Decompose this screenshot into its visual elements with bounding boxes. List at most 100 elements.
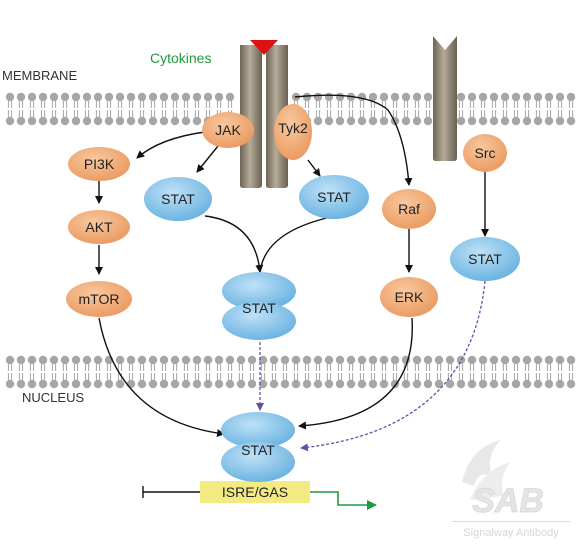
lipid-head — [544, 379, 554, 389]
lipid-head — [137, 92, 147, 102]
lipid-head — [302, 92, 312, 102]
lipid-head — [82, 92, 92, 102]
lipid-head — [467, 92, 477, 102]
lipid-head — [445, 379, 455, 389]
lipid-head — [500, 379, 510, 389]
jak-label: JAK — [215, 122, 241, 138]
lipid-head — [181, 116, 191, 126]
lipid-head — [38, 116, 48, 126]
lipid-head — [423, 355, 433, 365]
nucleus-label: NUCLEUS — [22, 390, 84, 405]
lipid-head — [5, 379, 15, 389]
lipid-head — [291, 355, 301, 365]
lipid-head — [159, 379, 169, 389]
lipid-head — [38, 92, 48, 102]
lipid-head — [566, 355, 576, 365]
lipid-head — [159, 355, 169, 365]
lipid-head — [214, 379, 224, 389]
lipid-head — [203, 379, 213, 389]
lipid-head — [5, 92, 15, 102]
lipid-head — [533, 379, 543, 389]
lipid-head — [368, 92, 378, 102]
lipid-head — [60, 92, 70, 102]
lipid-head — [104, 92, 114, 102]
lipid-head — [379, 355, 389, 365]
lipid-head — [280, 355, 290, 365]
lipid-head — [159, 116, 169, 126]
lipid-head — [467, 355, 477, 365]
lipid-head — [412, 379, 422, 389]
nuclear-membrane — [5, 355, 576, 389]
lipid-head — [115, 355, 125, 365]
stat-left-node: STAT — [144, 177, 212, 221]
lipid-head — [313, 92, 323, 102]
lipid-head — [335, 116, 345, 126]
lipid-head — [478, 379, 488, 389]
lipid-head — [368, 116, 378, 126]
lipid-head — [357, 116, 367, 126]
lipid-head — [60, 116, 70, 126]
lipid-head — [181, 92, 191, 102]
lipid-head — [544, 116, 554, 126]
lipid-head — [148, 355, 158, 365]
lipid-head — [181, 379, 191, 389]
lipid-head — [82, 379, 92, 389]
lipid-head — [379, 116, 389, 126]
lipid-head — [544, 355, 554, 365]
lipid-head — [335, 92, 345, 102]
lipid-head — [566, 379, 576, 389]
lipid-head — [434, 355, 444, 365]
lipid-head — [313, 355, 323, 365]
lipid-head — [313, 116, 323, 126]
lipid-head — [302, 355, 312, 365]
receptor-right — [433, 36, 457, 161]
mtor-node: mTOR — [66, 281, 132, 317]
lipid-head — [368, 379, 378, 389]
lipid-head — [335, 355, 345, 365]
jak-node: JAK — [202, 112, 254, 148]
cytokines-label: Cytokines — [150, 50, 211, 66]
lipid-head — [379, 379, 389, 389]
lipid-head — [269, 355, 279, 365]
lipid-head — [269, 379, 279, 389]
lipid-head — [522, 116, 532, 126]
lipid-head — [49, 116, 59, 126]
stat-mid-label: STAT — [317, 189, 351, 205]
lipid-head — [170, 92, 180, 102]
lipid-head — [566, 92, 576, 102]
lipid-head — [137, 355, 147, 365]
cytokine-ligand — [250, 40, 278, 55]
watermark-logo: SAB Signalway Antibody — [452, 440, 570, 539]
lipid-head — [27, 379, 37, 389]
lipid-head — [280, 379, 290, 389]
stat-nuclear-node: STAT — [221, 412, 295, 482]
lipid-head — [16, 116, 26, 126]
lipid-head — [71, 92, 81, 102]
lipid-head — [511, 355, 521, 365]
lipid-head — [423, 92, 433, 102]
lipid-head — [71, 355, 81, 365]
lipid-head — [346, 116, 356, 126]
lipid-head — [478, 116, 488, 126]
lipid-head — [511, 92, 521, 102]
lipid-head — [412, 355, 422, 365]
lipid-head — [192, 92, 202, 102]
lipid-head — [115, 116, 125, 126]
lipid-head — [93, 355, 103, 365]
lipid-head — [346, 355, 356, 365]
lipid-head — [71, 379, 81, 389]
stat-left-label: STAT — [161, 191, 195, 207]
lipid-head — [126, 92, 136, 102]
lipid-head — [104, 116, 114, 126]
lipid-head — [533, 92, 543, 102]
lipid-head — [170, 379, 180, 389]
pi3k-label: PI3K — [84, 156, 115, 172]
lipid-head — [115, 379, 125, 389]
logo-text: SAB — [472, 482, 544, 520]
lipid-head — [324, 92, 334, 102]
lipid-head — [423, 379, 433, 389]
lipid-head — [137, 116, 147, 126]
lipid-head — [467, 116, 477, 126]
lipid-head — [126, 355, 136, 365]
